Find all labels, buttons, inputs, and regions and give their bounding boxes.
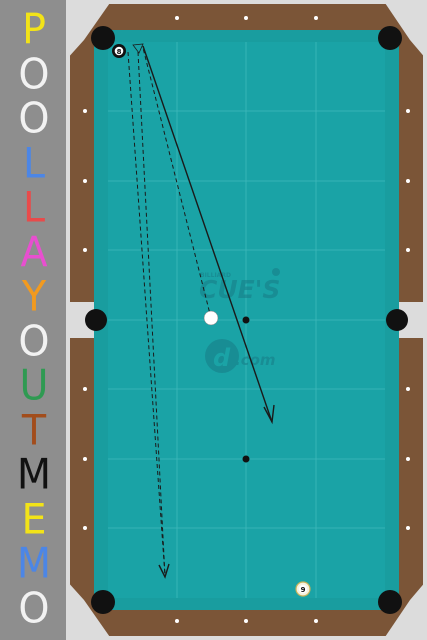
object-ball-path-1 [127, 51, 166, 577]
pocket-top-left [91, 26, 115, 50]
spot-center [242, 316, 250, 324]
arrow-head-dashed [158, 563, 170, 579]
title-letter: O [18, 94, 50, 143]
pocket-bottom-left [91, 590, 115, 614]
pocket-middle-right [386, 309, 408, 331]
nine-ball-number: 9 [301, 586, 306, 594]
title-letter: M [16, 450, 52, 499]
eight-ball[interactable]: 8 [112, 44, 126, 58]
title-letter: O [18, 316, 50, 366]
title-letter: L [22, 183, 46, 232]
pocket-middle-left [85, 309, 107, 331]
cues-logo: BILLIARD CUE'S d .com [199, 268, 280, 373]
cue-ball[interactable] [203, 310, 219, 326]
logo-suffix-text: .com [235, 351, 276, 369]
cue-ball-path [142, 47, 212, 319]
spot-foot [242, 455, 250, 463]
title-letter: L [22, 138, 46, 188]
title-letter: O [18, 583, 50, 633]
title-letter: T [21, 405, 47, 455]
pocket-top-right [378, 26, 402, 50]
logo-main-text: CUE'S [199, 275, 280, 304]
corner-plates [66, 0, 427, 640]
title-letter: A [20, 227, 48, 277]
title-letter: Y [21, 272, 47, 321]
logo-d-circle [205, 339, 239, 373]
title-letter: P [22, 5, 46, 54]
title-letter: U [19, 361, 49, 410]
title-letter: E [21, 494, 47, 544]
cue-ball-rebound-path [142, 45, 273, 423]
eight-ball-number: 8 [117, 48, 122, 56]
arrow-heads [158, 404, 275, 579]
nine-ball[interactable]: 9 [295, 581, 311, 597]
rail-diamonds [83, 16, 410, 623]
title-letter: O [18, 49, 50, 99]
pocket-bottom-right [378, 590, 402, 614]
path-corner-mark [132, 43, 144, 54]
logo-small-text: BILLIARD [200, 272, 231, 279]
logo-d-letter: d [213, 344, 231, 372]
cloth-grid [108, 42, 385, 598]
object-ball-path-2 [137, 51, 166, 577]
arrow-head-solid [263, 404, 275, 425]
shot-lines [127, 43, 273, 577]
title-letter: M [16, 539, 52, 588]
pockets [85, 26, 408, 614]
logo-figure-icon [272, 268, 280, 276]
